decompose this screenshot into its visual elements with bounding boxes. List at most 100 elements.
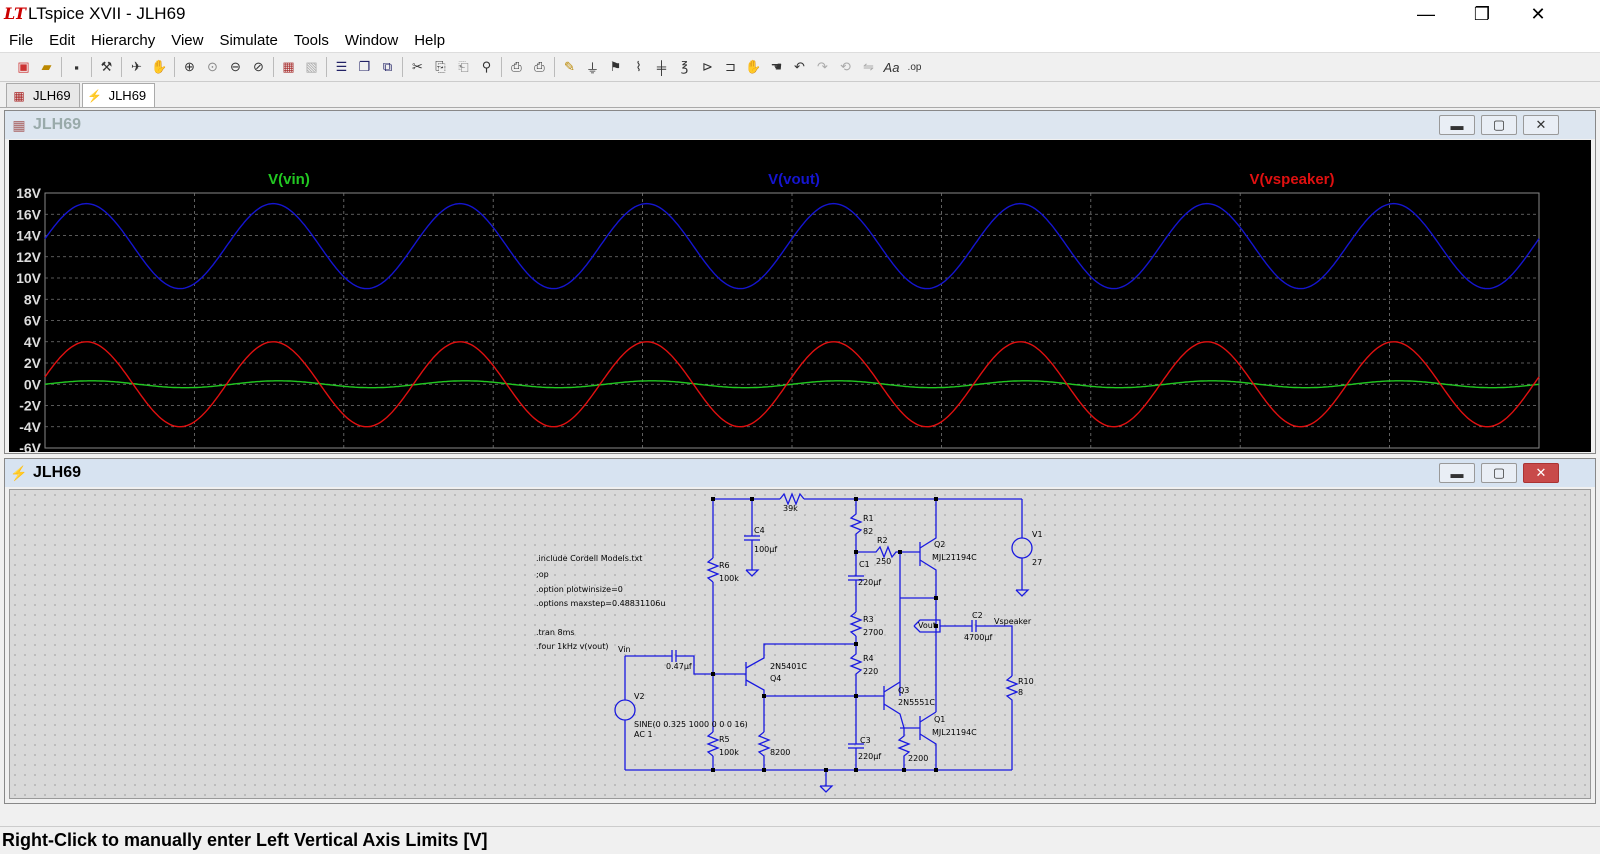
component-icon[interactable]: ⊐	[725, 59, 736, 74]
transistor-q4[interactable]	[745, 643, 856, 669]
mirror-icon[interactable]: ⇋	[863, 59, 874, 74]
component-value: MJL21194C	[932, 553, 977, 562]
undo-icon[interactable]: ↶	[794, 59, 805, 74]
move-icon[interactable]: ✋	[745, 59, 762, 74]
wire-icon[interactable]: ✎	[564, 59, 575, 74]
schematic-maximize-button[interactable]: ▢	[1481, 463, 1517, 483]
wire[interactable]	[676, 655, 713, 675]
fit-icon[interactable]: ▧	[305, 59, 318, 74]
zoom-in-icon[interactable]: ⊕	[184, 59, 195, 74]
resistor-r1[interactable]	[849, 499, 863, 552]
new-schematic-icon[interactable]: ▣	[17, 59, 30, 74]
ground-icon[interactable]: ⏚	[585, 60, 599, 76]
menu-window[interactable]: Window	[344, 31, 399, 49]
schematic-minimize-button[interactable]: ▬	[1439, 463, 1475, 483]
resistor-r8200[interactable]	[757, 731, 771, 770]
transistor-q2[interactable]	[919, 499, 937, 549]
find-icon[interactable]: ⚲	[481, 59, 492, 74]
junction-dot	[934, 497, 938, 501]
transistor-q4[interactable]	[745, 679, 765, 732]
open-icon[interactable]: ▰	[41, 59, 52, 74]
cascade-icon[interactable]: ❐	[358, 59, 371, 74]
waveform-chart[interactable]: 18V16V14V12V10V8V6V4V2V0V-2V-4V-6V0.0ms0…	[9, 140, 1591, 452]
resistor-r4[interactable]	[849, 650, 863, 696]
zoom-out-icon[interactable]: ⊖	[230, 59, 241, 74]
transistor-q2[interactable]	[919, 559, 937, 598]
rotate-icon[interactable]: ⟲	[840, 59, 851, 74]
tab-waveform[interactable]: ▦ JLH69	[6, 83, 80, 107]
save-icon[interactable]: ▪	[74, 59, 79, 75]
transistor-q3[interactable]	[883, 703, 905, 729]
schematic-window: ⚡ JLH69 ▬ ▢ ✕	[4, 458, 1596, 804]
menu-view[interactable]: View	[171, 31, 204, 49]
resistor-r6[interactable]	[706, 557, 720, 583]
voltage-source-v1[interactable]	[1011, 537, 1033, 559]
maximize-button[interactable]: ❐	[1473, 3, 1491, 24]
ground-symbol[interactable]	[745, 569, 760, 577]
resistor-r5[interactable]	[706, 731, 720, 757]
transistor-q1[interactable]	[919, 733, 937, 770]
paste-icon[interactable]: ⎗	[458, 59, 469, 74]
trace-vvout	[44, 202, 1540, 290]
resistor-r39k[interactable]	[779, 492, 805, 506]
waveform-maximize-button[interactable]: ▢	[1481, 115, 1517, 135]
menu-simulate[interactable]: Simulate	[219, 31, 278, 49]
net-label-vout[interactable]	[913, 619, 941, 633]
minimize-button[interactable]: —	[1417, 3, 1435, 24]
transistor-q1[interactable]	[919, 711, 937, 723]
diode-icon[interactable]: ⊳	[702, 59, 713, 74]
spice-directive-icon[interactable]: .op	[907, 61, 922, 73]
voltage-source-v2[interactable]	[614, 699, 636, 721]
transistor-q3[interactable]	[883, 681, 901, 693]
spice-directive[interactable]: .options maxstep=0.48831106u	[536, 599, 666, 608]
tile-horizontal-icon[interactable]: ☰	[335, 59, 348, 74]
halt-icon[interactable]: ✋	[151, 59, 168, 74]
tile-vertical-icon[interactable]: ⧉	[382, 59, 393, 74]
menu-tools[interactable]: Tools	[293, 31, 329, 49]
close-button[interactable]: ✕	[1530, 3, 1546, 24]
menu-hierarchy[interactable]: Hierarchy	[91, 31, 156, 49]
ground-symbol[interactable]	[819, 785, 834, 793]
resistor-r2200[interactable]	[897, 728, 911, 770]
component-name: C4	[754, 526, 765, 535]
spice-directive[interactable]: .include Cordell Models.txt	[536, 554, 643, 563]
resistor-icon[interactable]: ⌇	[635, 59, 642, 74]
print-icon[interactable]: ⎙	[534, 59, 545, 74]
schematic-canvas[interactable]: .include Cordell Models.txt ;op .option …	[9, 489, 1591, 799]
spice-directive[interactable]: .tran 8ms	[536, 628, 575, 637]
menu-file[interactable]: File	[9, 31, 34, 49]
schematic-drawing[interactable]	[10, 490, 1592, 800]
zoom-cancel-icon[interactable]: ⊘	[253, 59, 264, 74]
waveform-plot[interactable]: 18V16V14V12V10V8V6V4V2V0V-2V-4V-6V0.0ms0…	[9, 140, 1591, 452]
component-value: 100k	[719, 574, 739, 583]
spice-directive[interactable]: .option plotwinsize=0	[536, 585, 623, 594]
text-icon[interactable]: Aa	[883, 59, 900, 75]
print-setup-icon[interactable]: ⎙	[511, 59, 522, 74]
inductor-icon[interactable]: ℥	[680, 59, 689, 74]
cut-icon[interactable]: ✂	[412, 59, 423, 74]
redo-icon[interactable]: ↷	[817, 59, 828, 74]
resistor-r2[interactable]	[856, 545, 920, 559]
run-icon[interactable]: ✈	[131, 59, 142, 74]
control-panel-icon[interactable]: ⚒	[100, 59, 113, 74]
tab-label: JLH69	[33, 88, 71, 103]
resistor-r10[interactable]	[1005, 675, 1019, 770]
resistor-r3[interactable]	[849, 611, 863, 637]
zoom-pan-icon[interactable]: ⊙	[207, 59, 218, 74]
waveform-minimize-button[interactable]: ▬	[1439, 115, 1475, 135]
drag-icon[interactable]: ☚	[770, 59, 783, 74]
menu-edit[interactable]: Edit	[49, 31, 76, 49]
copy-icon[interactable]: ⎘	[435, 59, 446, 74]
menu-help[interactable]: Help	[414, 31, 446, 49]
autorange-icon[interactable]: ▦	[282, 59, 295, 74]
tab-schematic[interactable]: ⚡ JLH69	[81, 83, 156, 107]
capacitor-icon[interactable]: ╪	[656, 59, 667, 75]
schematic-close-button[interactable]: ✕	[1523, 463, 1559, 483]
ground-symbol[interactable]	[1015, 589, 1030, 597]
waveform-close-button[interactable]: ✕	[1523, 115, 1559, 135]
spice-directive[interactable]: ;op	[536, 570, 549, 579]
spice-directive[interactable]: .four 1kHz v(vout)	[536, 642, 609, 651]
label-net-icon[interactable]: ⚑	[609, 59, 622, 74]
wire[interactable]	[976, 625, 1013, 676]
